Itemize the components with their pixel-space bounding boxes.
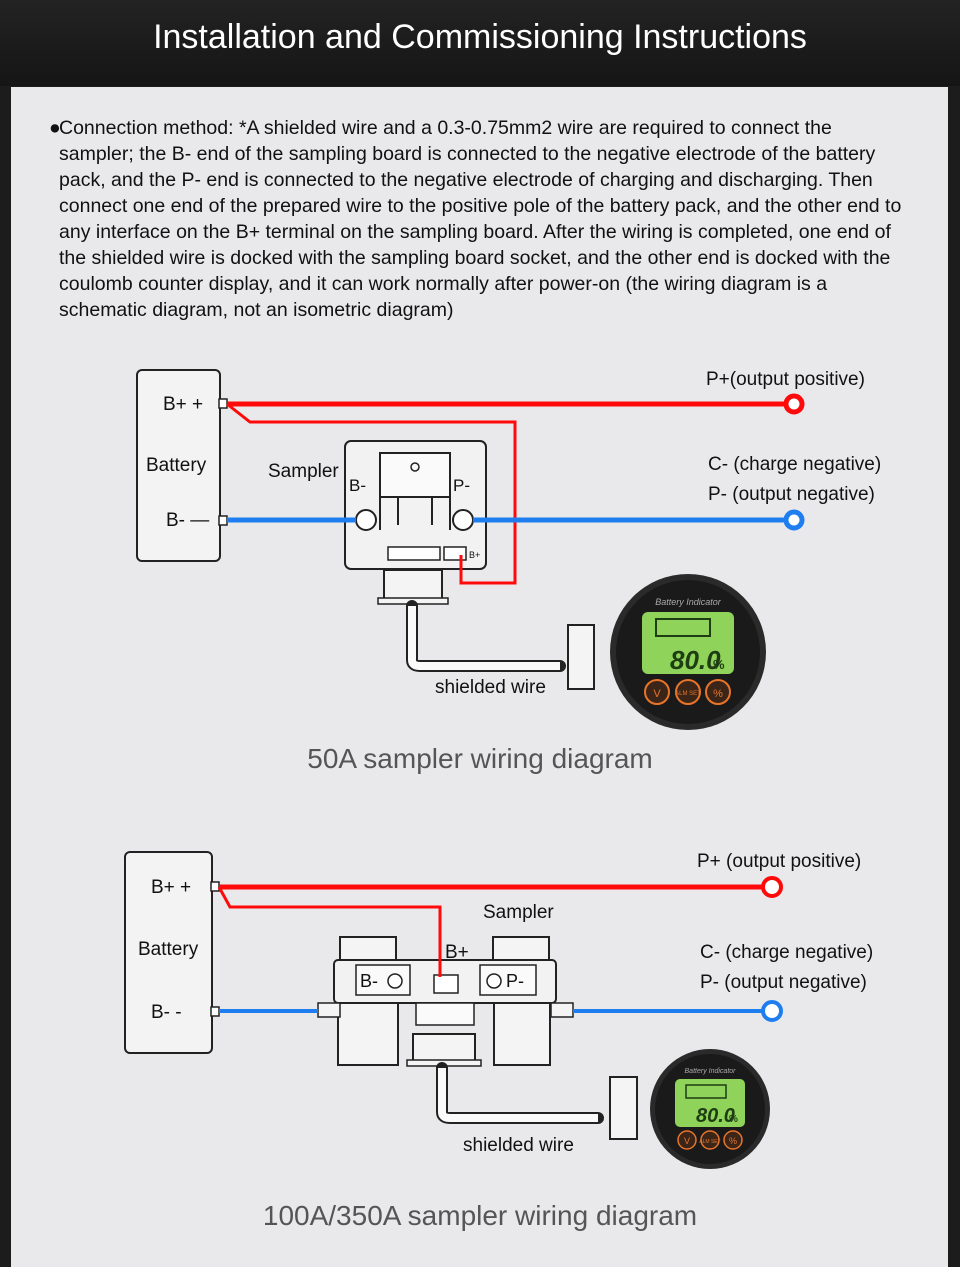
p-minus-terminal-2: [761, 1000, 783, 1022]
lcd-value-2: 80.0: [696, 1105, 735, 1127]
button-alm-set-2[interactable]: [700, 1130, 720, 1150]
lcd-unit-2: %: [729, 1114, 738, 1125]
button-percent[interactable]: [705, 679, 731, 705]
sampler-socket: [387, 546, 441, 561]
lcd-screen-2: [675, 1079, 745, 1127]
shunt-component: [379, 452, 451, 498]
intro-paragraph: ● Connection method: *A shielded wire an…: [49, 115, 909, 323]
caption-50a: 50A sampler wiring diagram: [307, 743, 653, 774]
lcd-value: 80.0: [670, 645, 721, 675]
button-v[interactable]: [644, 679, 670, 705]
button-v-2[interactable]: [677, 1130, 697, 1150]
plug-connector-2: [412, 1033, 476, 1065]
button-percent-label-2: %: [729, 1136, 737, 1146]
p-minus-label: P- (output negative): [708, 484, 875, 505]
shielded-cable: [408, 606, 560, 670]
battery-negative-label: B- —: [166, 510, 209, 531]
caption-100a-350a: 100A/350A sampler wiring diagram: [263, 1200, 697, 1231]
display-plug: [567, 624, 595, 690]
sampler-bminus-screw: [355, 509, 377, 531]
display-brand-2: Battery Indicator: [685, 1068, 737, 1075]
diagram-50a: B+ + Battery B- — B- P- B+ Sampler P+(ou…: [136, 369, 881, 774]
header-bar: Installation and Commissioning Instructi…: [0, 0, 960, 86]
shielded-wire-label-2: shielded wire: [463, 1135, 574, 1156]
shielded-cable-outline: [406, 600, 566, 672]
p-minus-terminal: [783, 509, 805, 531]
sampler-socket-2: [415, 1002, 475, 1026]
c-minus-label: C- (charge negative): [708, 454, 881, 475]
sampler-pminus-screw: [452, 509, 474, 531]
battery-box-2: [124, 851, 213, 1054]
button-v-label: V: [653, 688, 661, 700]
battery-box: [136, 369, 221, 562]
button-v-label-2: V: [684, 1136, 690, 1146]
red-wire-bplus-2: [217, 886, 442, 977]
p-minus-label-2: P- (output negative): [700, 972, 867, 993]
battery-label: Battery: [146, 455, 207, 476]
display-plug-2: [609, 1076, 638, 1140]
battery-positive-terminal-2: [210, 881, 220, 892]
lcd-battery-icon-2: [685, 1084, 727, 1099]
shunt-hole: [410, 462, 420, 472]
pminus-screw-2: [486, 973, 502, 989]
button-percent-label: %: [713, 688, 723, 700]
button-percent-2[interactable]: [723, 1130, 743, 1150]
p-plus-terminal: [783, 393, 805, 415]
p-plus-label: P+(output positive): [706, 369, 865, 390]
sampler-bplus-terminal: [443, 546, 467, 561]
nut-left: [337, 1002, 399, 1066]
nut-right: [493, 1002, 551, 1066]
battery-positive-label: B+ +: [163, 394, 203, 415]
sampler-label-2: Sampler: [483, 902, 554, 923]
lcd-battery-icon: [655, 618, 711, 637]
sampler-pminus-label-2: P-: [506, 971, 524, 991]
button-alm-set[interactable]: [675, 679, 701, 705]
red-wire-bplus: [226, 402, 517, 585]
bolt-top-right: [492, 936, 550, 963]
sampler-bminus-label-2: B-: [360, 971, 378, 991]
sampler-bplus-label-2: B+: [445, 942, 469, 963]
sampler-bplus-terminal-2: [433, 974, 459, 994]
battery-negative-label-2: B- -: [151, 1002, 182, 1023]
battery-label-2: Battery: [138, 939, 199, 960]
bolt-top-left: [339, 936, 397, 963]
battery-positive-terminal: [218, 398, 228, 409]
p-plus-terminal-2: [761, 876, 783, 898]
sampler-label: Sampler: [268, 461, 339, 482]
plug-connector: [383, 569, 443, 603]
intro-text: Connection method: *A shielded wire and …: [59, 117, 902, 321]
bullet: ●: [49, 117, 61, 139]
display-brand: Battery Indicator: [655, 597, 722, 607]
lcd-unit: %: [713, 657, 725, 672]
battery-negative-terminal-2: [210, 1006, 220, 1017]
bminus-screw-2: [387, 973, 403, 989]
page-title: Installation and Commissioning Instructi…: [153, 18, 807, 56]
sampler-bminus-label: B-: [349, 476, 366, 495]
lug-right: [550, 1002, 574, 1018]
button-alm-label: ALM SET: [675, 691, 701, 697]
shielded-cable-2: [438, 1068, 598, 1122]
sampler-bplus-small-label: B+: [469, 550, 480, 560]
sampler-pminus-label: P-: [453, 476, 470, 495]
diagram-100a-350a: B+ + Battery B- - B- P- B+ Sampler: [124, 851, 873, 1231]
p-plus-label-2: P+ (output positive): [697, 851, 861, 872]
shielded-wire-label: shielded wire: [435, 677, 546, 698]
c-minus-label-2: C- (charge negative): [700, 942, 873, 963]
button-alm-label-2: ALM SET: [699, 1139, 720, 1145]
content-panel: ● Connection method: *A shielded wire an…: [11, 87, 948, 1267]
lug-left: [317, 1002, 341, 1018]
shunt-legs: [379, 497, 451, 530]
battery-positive-label-2: B+ +: [151, 877, 191, 898]
battery-negative-terminal: [218, 515, 228, 526]
shielded-cable-outline-2: [436, 1062, 604, 1124]
